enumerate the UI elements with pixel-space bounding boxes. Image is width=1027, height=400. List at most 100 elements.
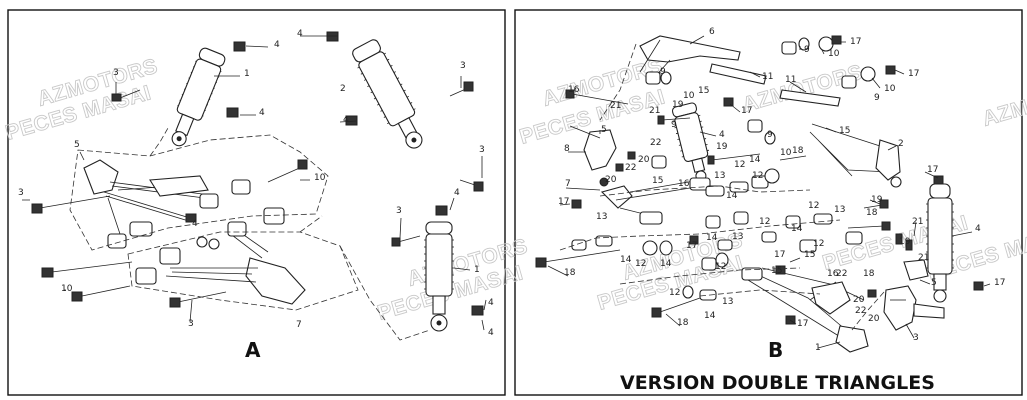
- callout-number: 14: [706, 233, 718, 243]
- callout-number: 13: [722, 297, 733, 307]
- callout-number: 4: [297, 29, 303, 39]
- callout-number: 12: [635, 259, 646, 269]
- lower-a-arm-icon: [135, 207, 306, 305]
- callout-number: 22: [650, 138, 661, 148]
- upper-a-arm-icon: [809, 123, 902, 188]
- shock-absorber-icon: [171, 47, 226, 147]
- panel-a-frame: [7, 9, 506, 396]
- callout-number: 21: [912, 217, 923, 227]
- callout-number: 20: [853, 295, 865, 305]
- callout-number: 11: [762, 72, 773, 82]
- callout-number: 9: [804, 45, 810, 55]
- callout-number: 10: [61, 284, 73, 294]
- callout-number: 17: [774, 250, 785, 260]
- callout-number: 7: [296, 320, 302, 330]
- callout-number: 10: [780, 148, 792, 158]
- callout-number: 15: [771, 266, 782, 276]
- callout-number: 12: [813, 239, 824, 249]
- callout-number: 13: [732, 232, 743, 242]
- callout-number: 19: [716, 142, 728, 152]
- callout-number: 4: [719, 130, 725, 140]
- callout-number: 4: [343, 115, 349, 125]
- callout-number: 15: [839, 126, 850, 136]
- lower-a-arm-icon: [741, 267, 869, 353]
- callout-number: 22: [836, 269, 847, 279]
- nut-icon: [571, 35, 984, 325]
- callout-number: 4: [274, 40, 280, 50]
- callout-number: 17: [741, 106, 752, 116]
- watermark-azmotors: AZMOTORS: [740, 61, 865, 117]
- callout-number: 5: [601, 125, 607, 135]
- callout-number: 18: [863, 269, 875, 279]
- panel-a-label: A: [245, 338, 261, 362]
- panel-b-caption: VERSION DOUBLE TRIANGLES: [620, 372, 935, 394]
- callout-number: 4: [454, 188, 460, 198]
- callout-number: 17: [797, 319, 808, 329]
- callout-number: 15: [652, 176, 663, 186]
- callout-number: 4: [259, 108, 265, 118]
- callout-number: 2: [898, 139, 904, 149]
- callout-number: 16: [568, 85, 580, 95]
- bolt-icon: [535, 89, 906, 318]
- callout-number: 3: [188, 319, 194, 329]
- callout-number: 3: [913, 333, 919, 343]
- bushing-tube-icon: [709, 63, 841, 107]
- callout-number: 18: [677, 318, 689, 328]
- steering-knuckle-icon: [569, 125, 617, 187]
- callout-number: 16: [827, 269, 839, 279]
- callout-number: 17: [927, 165, 938, 175]
- callout-number: 8: [564, 144, 570, 154]
- callout-number: 1: [244, 69, 250, 79]
- callout-number: 19: [871, 195, 883, 205]
- callout-number: 3: [479, 145, 485, 155]
- callout-number: 4: [975, 224, 981, 234]
- callout-number: 10: [828, 49, 840, 59]
- callout-number: 3: [460, 61, 466, 71]
- callout-number: 20: [868, 314, 880, 324]
- panel-a-drawing: [22, 31, 487, 341]
- steering-knuckle-icon: [883, 259, 945, 331]
- shock-absorber-icon: [671, 102, 710, 182]
- callout-number: 10: [683, 91, 695, 101]
- callout-number: 22: [855, 306, 866, 316]
- callout-number: 12: [759, 217, 770, 227]
- callout-number: 6: [709, 27, 715, 37]
- callout-number: 9: [660, 67, 666, 77]
- callout-number: 1: [815, 343, 821, 353]
- callout-number: 18: [792, 146, 804, 156]
- callout-number: 14: [660, 259, 672, 269]
- callout-number: 20: [605, 175, 617, 185]
- shock-absorber-icon: [424, 221, 454, 332]
- callout-number: 5: [74, 140, 80, 150]
- callout-number: 11: [785, 75, 796, 85]
- watermark-azmotors: AZMOTORS: [980, 75, 1027, 131]
- callout-number: 12: [734, 160, 745, 170]
- callout-number: 15: [698, 86, 709, 96]
- bolt-icon: [31, 81, 484, 308]
- callout-number: 4: [488, 328, 494, 338]
- shock-absorber-icon: [352, 39, 423, 149]
- bushing-icon: [571, 36, 876, 301]
- callout-number: 10: [314, 173, 326, 183]
- callout-number: 22: [625, 163, 636, 173]
- lower-a-arm-icon: [600, 177, 711, 225]
- callout-number: 1: [474, 265, 480, 275]
- callout-number: 17: [558, 197, 569, 207]
- callout-number: 20: [638, 155, 650, 165]
- callout-number: 17: [850, 37, 861, 47]
- upper-a-arm-icon: [83, 159, 251, 249]
- callout-number: 16: [678, 179, 690, 189]
- callout-number: 9: [671, 120, 677, 130]
- callout-number: 14: [620, 255, 632, 265]
- callout-number: 17: [686, 241, 697, 251]
- callout-number: 21: [610, 101, 621, 111]
- callout-number: 4: [192, 219, 198, 229]
- callout-number: 12: [669, 288, 680, 298]
- callout-number: 14: [791, 224, 803, 234]
- callout-number: 13: [714, 171, 725, 181]
- callout-number: 9: [874, 93, 880, 103]
- nut-icon: [185, 31, 484, 316]
